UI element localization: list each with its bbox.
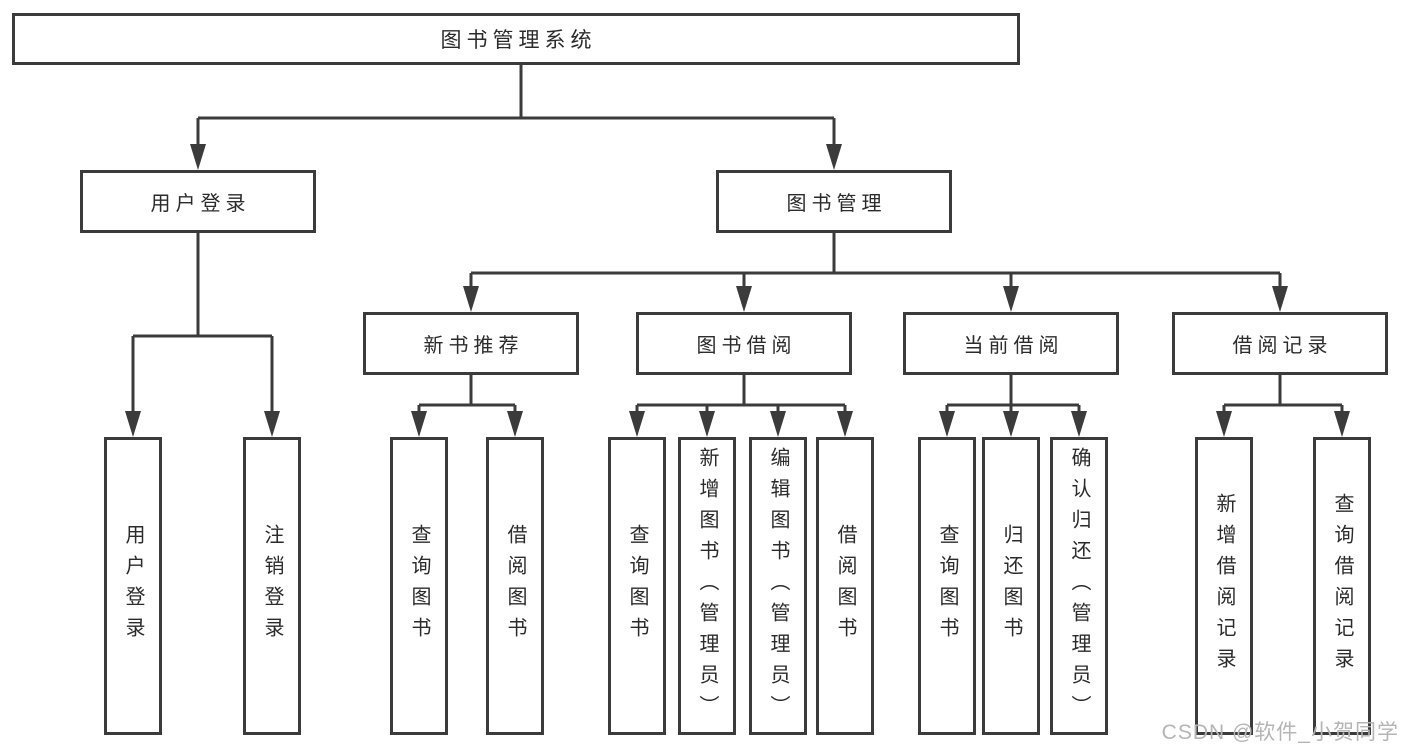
arrow-icon	[1003, 411, 1019, 437]
arrow-icon	[939, 411, 955, 437]
connector-new-book-recommend	[417, 375, 517, 411]
connector-current-borrowing	[945, 375, 1081, 411]
leaf-borrow-books: 借阅图书	[816, 437, 874, 735]
arrow-icon	[463, 286, 479, 312]
arrow-icon	[190, 144, 206, 170]
leaf-borrow-books-recommend: 借阅图书	[486, 437, 544, 735]
branch-book-borrowing: 图书借阅	[636, 312, 852, 375]
leaf-query-books-current: 查询图书	[918, 437, 976, 735]
arrow-icon	[507, 411, 523, 437]
connector-book-management-branch	[469, 233, 1282, 286]
arrow-icon	[770, 411, 786, 437]
branch-new-book-recommend: 新书推荐	[363, 312, 579, 375]
arrow-icon	[125, 411, 141, 437]
leaf-query-borrow-record: 查询借阅记录	[1313, 437, 1371, 735]
connector-root-to-level2	[196, 64, 836, 146]
node-root: 图书管理系统	[12, 13, 1020, 65]
leaf-edit-book-admin: 编辑图书（管理员）	[749, 437, 807, 735]
leaf-logout: 注销登录	[243, 437, 301, 735]
arrow-icon	[736, 286, 752, 312]
arrow-icon	[837, 411, 853, 437]
leaf-add-borrow-record: 新增借阅记录	[1195, 437, 1253, 735]
arrow-icon	[1071, 411, 1087, 437]
connector-book-borrowing	[635, 375, 847, 411]
watermark: CSDN @软件_小贺同学	[1161, 721, 1399, 744]
leaf-confirm-return-admin: 确认归还（管理员）	[1050, 437, 1108, 735]
arrow-icon	[264, 411, 280, 437]
arrow-icon	[1334, 411, 1350, 437]
branch-user-login: 用户登录	[80, 170, 316, 233]
arrowheads	[125, 144, 1350, 437]
leaf-user-login: 用户登录	[104, 437, 162, 735]
arrow-icon	[411, 411, 427, 437]
leaf-add-book-admin: 新增图书（管理员）	[678, 437, 736, 735]
arrow-icon	[826, 144, 842, 170]
connector-borrow-records	[1222, 375, 1344, 411]
arrow-icon	[1216, 411, 1232, 437]
arrow-icon	[1272, 286, 1288, 312]
leaf-query-books-recommend: 查询图书	[390, 437, 448, 735]
branch-current-borrowing: 当前借阅	[903, 312, 1119, 375]
leaf-return-books: 归还图书	[982, 437, 1040, 735]
arrow-icon	[699, 411, 715, 437]
branch-book-management: 图书管理	[716, 170, 952, 233]
branch-borrow-records: 借阅记录	[1172, 312, 1388, 375]
connector-user-login-branch	[131, 233, 274, 411]
arrow-icon	[1003, 286, 1019, 312]
leaf-query-books-borrowing: 查询图书	[608, 437, 666, 735]
arrow-icon	[629, 411, 645, 437]
